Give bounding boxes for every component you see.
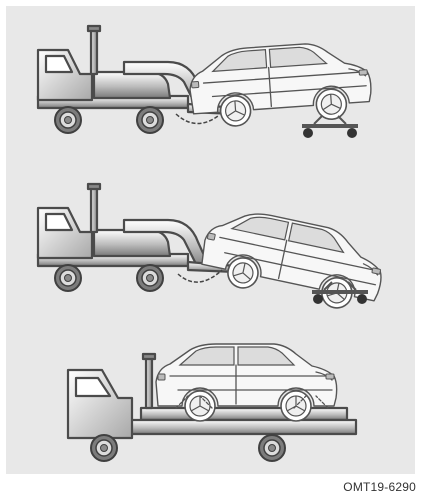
illustration-panel [6, 6, 415, 474]
suv-icon [187, 40, 373, 129]
towing-illustration [6, 6, 415, 474]
figure-code: OMT19-6290 [343, 480, 416, 494]
scene-flatbed [68, 344, 356, 461]
tow-chain-icon [176, 114, 218, 124]
scene-wheel-lift-1 [38, 26, 373, 138]
scene-wheel-lift-2 [38, 184, 390, 316]
